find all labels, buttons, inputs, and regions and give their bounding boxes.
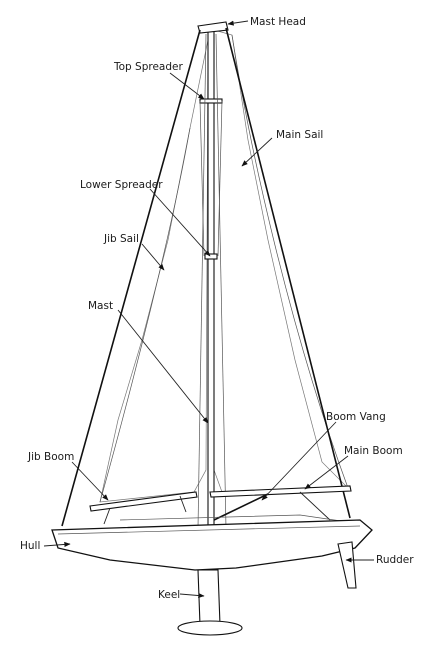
label-main-sail: Main Sail <box>276 129 323 141</box>
label-main-boom: Main Boom <box>344 445 403 457</box>
label-lower-spreader: Lower Spreader <box>80 179 163 191</box>
shroud-right <box>215 33 227 529</box>
hull-shape <box>51 519 373 571</box>
label-mast: Mast <box>88 300 113 312</box>
label-boom-vang: Boom Vang <box>326 411 386 423</box>
label-mast-head: Mast Head <box>250 16 306 28</box>
jib-sail-shape <box>99 39 209 503</box>
shroud-left <box>197 33 207 529</box>
label-rudder: Rudder <box>376 554 414 566</box>
main-sail-shape <box>213 29 349 493</box>
keel-shape <box>197 569 221 626</box>
mast-shape <box>207 29 215 531</box>
forestay <box>61 29 201 527</box>
backstay <box>225 27 351 519</box>
jib-boom-shape <box>89 491 198 512</box>
label-jib-boom: Jib Boom <box>27 451 74 463</box>
boom-vang-shape <box>213 493 269 521</box>
label-hull: Hull <box>20 540 40 552</box>
rudder-shape <box>337 541 357 589</box>
label-keel: Keel <box>158 589 180 601</box>
top-spreader-shape <box>199 98 223 104</box>
main-boom-shape <box>209 485 352 498</box>
lower-spreader-shape <box>204 253 218 260</box>
label-top-spreader: Top Spreader <box>113 61 183 73</box>
label-jib-sail: Jib Sail <box>103 233 139 245</box>
mast-head-shape <box>197 21 229 34</box>
keel-bulb-shape <box>177 620 243 636</box>
